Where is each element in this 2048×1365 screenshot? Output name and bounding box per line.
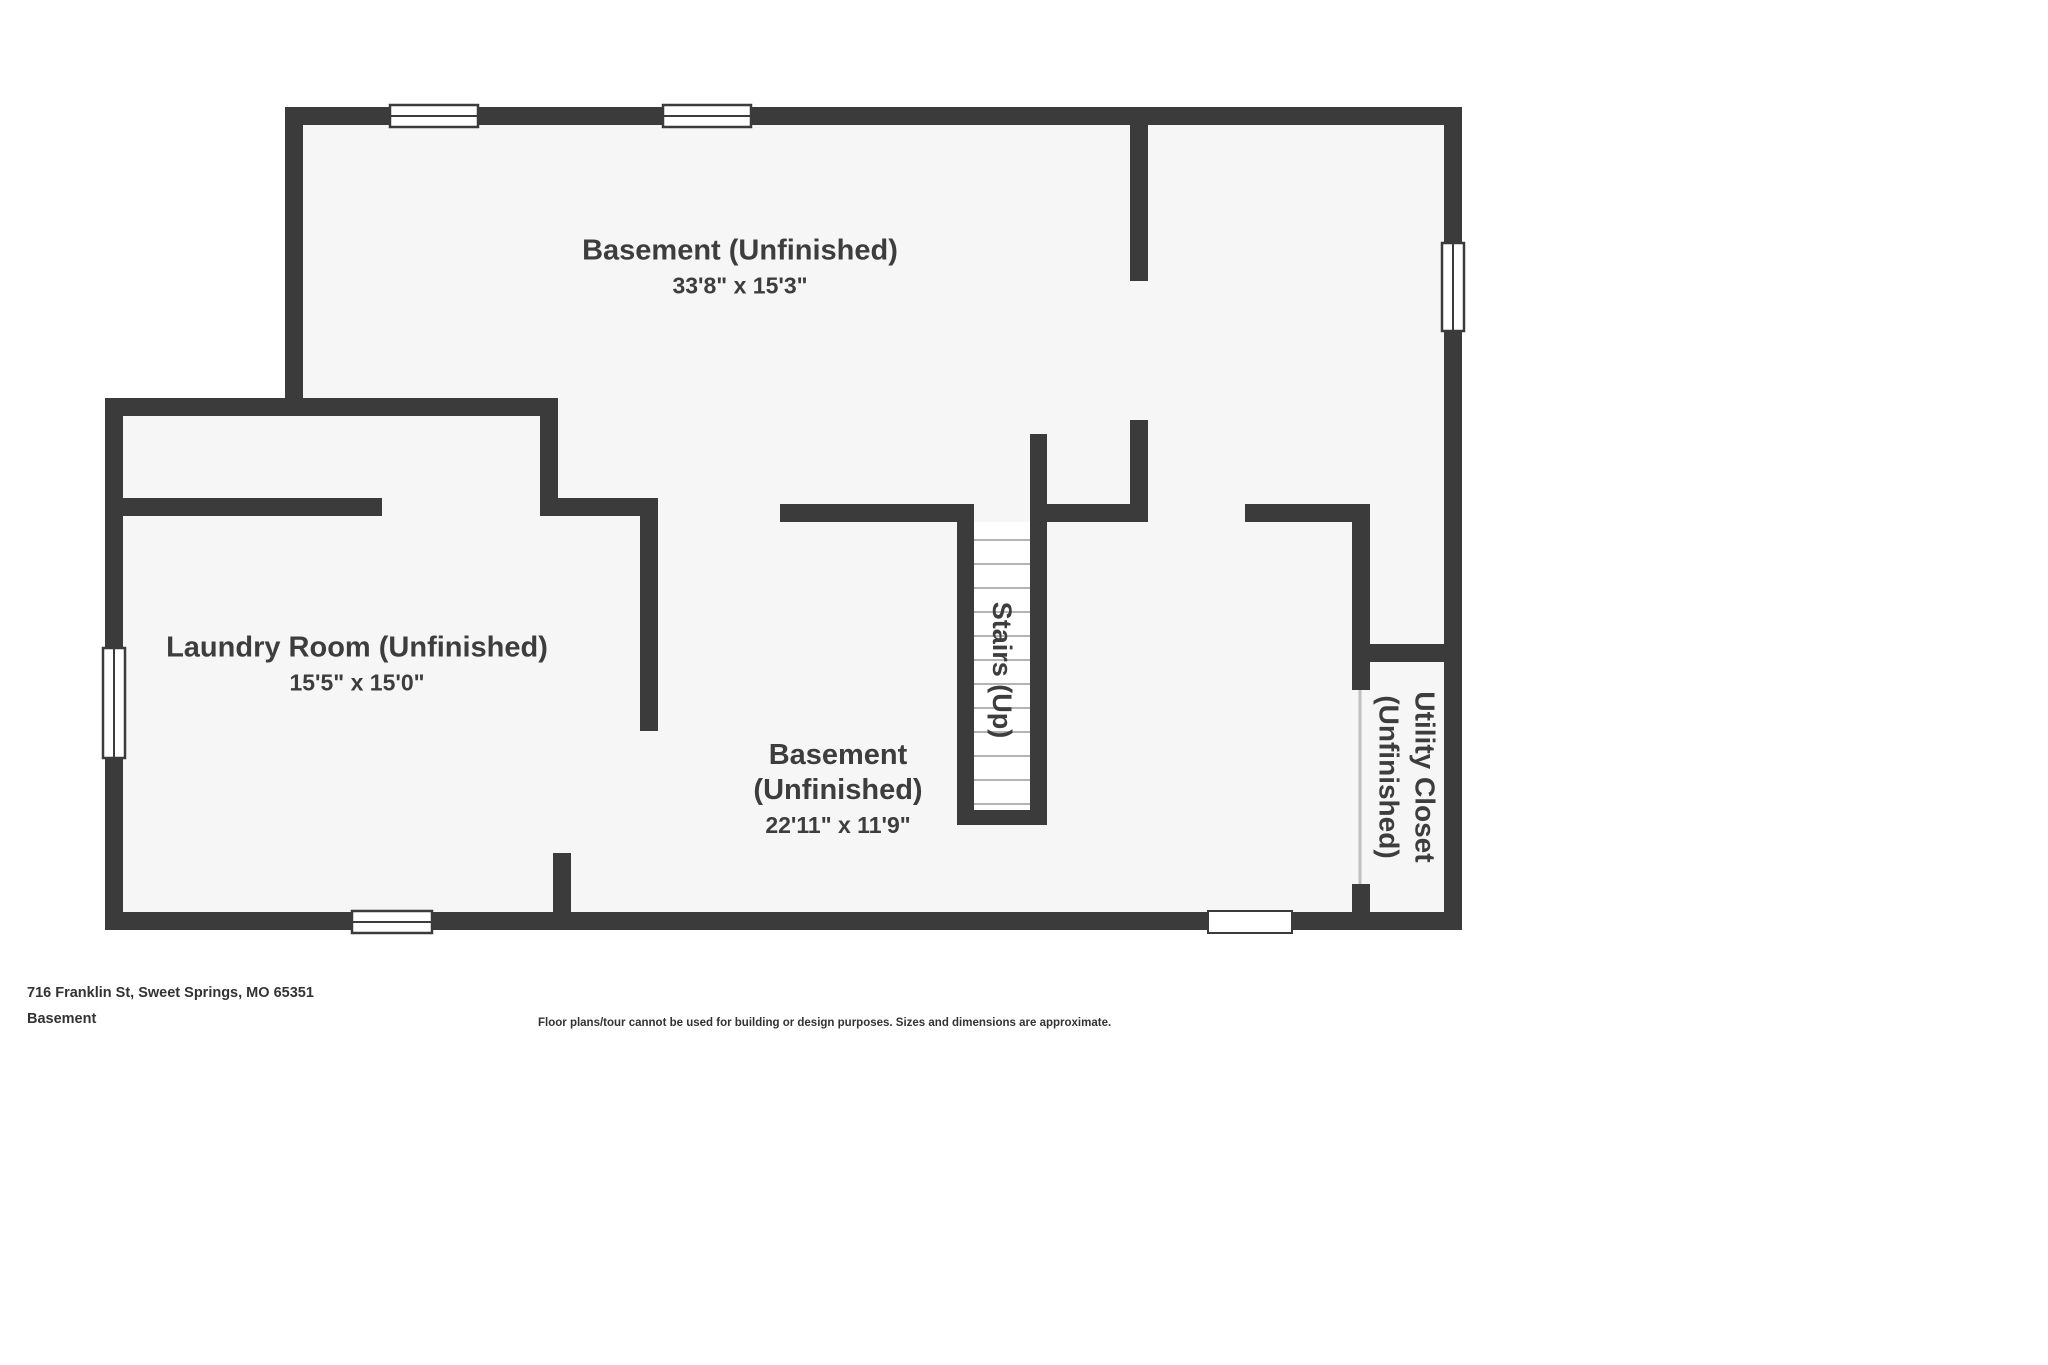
window-icon xyxy=(101,646,127,760)
opening-frame xyxy=(1207,910,1293,934)
room-label-utility-closet: Utility Closet (Unfinished) xyxy=(1370,691,1443,862)
window-icon xyxy=(661,103,753,129)
wall-segment xyxy=(1130,107,1148,281)
wall-segment xyxy=(540,498,658,516)
wall-segment xyxy=(1352,644,1462,662)
wall-segment xyxy=(553,853,571,913)
window-icon xyxy=(350,909,434,935)
room-label-basement-top: Basement (Unfinished) 33'8" x 15'3" xyxy=(582,233,898,302)
wall-segment xyxy=(1245,504,1370,522)
room-name: Basement xyxy=(768,738,908,771)
room-dimensions: 15'5" x 15'0" xyxy=(289,669,425,696)
stairs-right-wall xyxy=(1030,516,1047,825)
wall-segment xyxy=(110,498,382,516)
stairs xyxy=(957,516,1047,825)
room-label-stairs: Stairs (Up) xyxy=(986,602,1018,739)
room-dimensions: 22'11" x 11'9" xyxy=(765,811,911,838)
room-name: (Unfinished) xyxy=(1373,695,1404,859)
room-label-basement-lower: Basement (Unfinished) 22'11" x 11'9" xyxy=(753,738,922,842)
room-name: (Unfinished) xyxy=(753,773,923,806)
wall-segment xyxy=(640,498,658,731)
wall-segment xyxy=(1352,662,1370,690)
wall-segment xyxy=(285,107,1462,125)
room-name: Basement (Unfinished) xyxy=(582,234,898,267)
door-opening-icon xyxy=(1207,910,1293,934)
stairs-left-wall xyxy=(957,516,974,825)
wall-segment xyxy=(1130,420,1148,522)
wall-segment xyxy=(1444,107,1462,930)
wall-segment xyxy=(780,504,974,522)
room-name: Utility Closet xyxy=(1409,691,1441,863)
footer-address: 716 Franklin St, Sweet Springs, MO 65351 xyxy=(27,985,314,1001)
wall-segment xyxy=(105,912,1462,930)
room-label-laundry: Laundry Room (Unfinished) 15'5" x 15'0" xyxy=(166,630,548,699)
wall-segment xyxy=(1030,434,1047,522)
footer-disclaimer: Floor plans/tour cannot be used for buil… xyxy=(538,1017,1112,1029)
wall-segment xyxy=(105,398,558,416)
wall-segment xyxy=(540,398,558,516)
wall-segment xyxy=(1352,504,1370,662)
footer-floor-label: Basement xyxy=(27,1011,97,1027)
wall-segment xyxy=(285,107,303,416)
windows xyxy=(101,103,1466,935)
room-name: Stairs (Up) xyxy=(987,601,1018,739)
window-icon xyxy=(388,103,480,129)
room-fill-laundry xyxy=(105,398,558,930)
room-name: Laundry Room (Unfinished) xyxy=(166,631,548,664)
interior-walls xyxy=(110,107,1462,930)
wall-segment xyxy=(1352,884,1370,930)
stairs-bottom-wall xyxy=(957,810,1047,825)
window-icon xyxy=(1440,241,1466,333)
room-dimensions: 33'8" x 15'3" xyxy=(672,272,808,299)
stairs-shaft xyxy=(974,522,1030,810)
wall-segment xyxy=(1030,504,1148,522)
